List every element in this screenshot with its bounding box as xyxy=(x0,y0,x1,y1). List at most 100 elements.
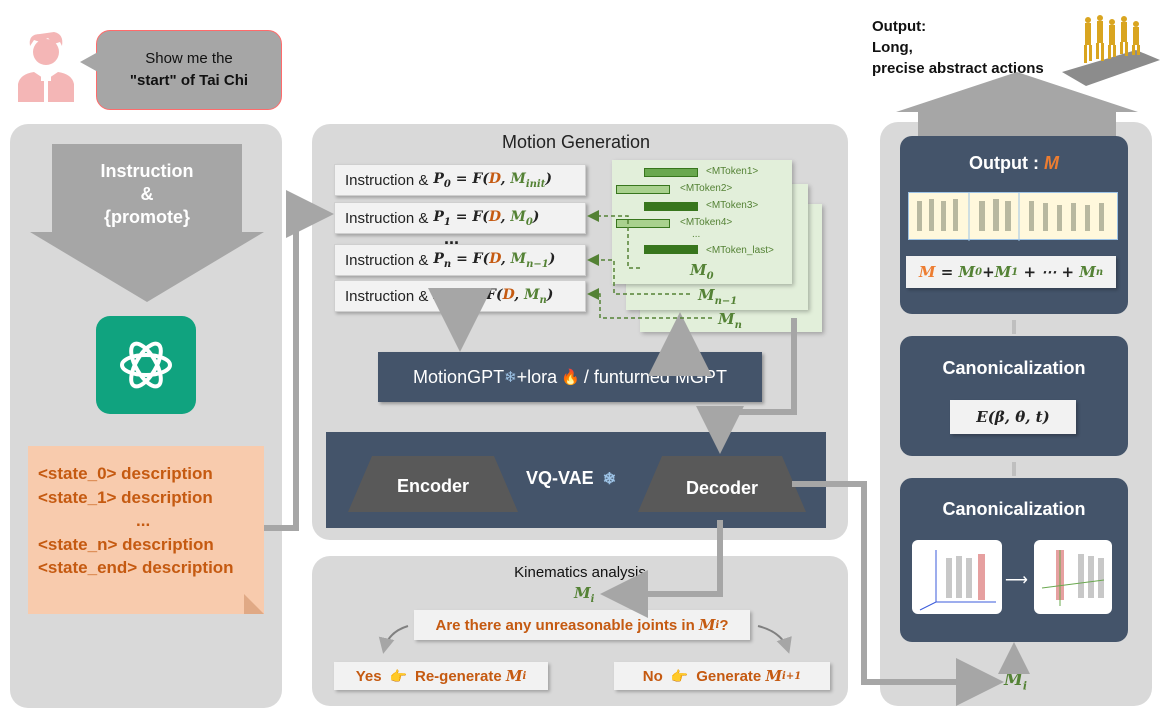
instruction-arrow xyxy=(30,144,264,302)
yes-sub: i xyxy=(522,670,527,682)
state-item-n: <state_n> description xyxy=(38,534,214,554)
no-text: Generate xyxy=(696,667,766,685)
sum-plus: + xyxy=(982,263,995,281)
right-mi-m: M xyxy=(1004,670,1023,690)
speech-line-2: "start" of Tai Chi xyxy=(96,70,282,92)
question-m: M xyxy=(698,616,716,634)
motiongpt-label-3: / funturned MGPT xyxy=(583,366,727,387)
pend-sub: end xyxy=(443,294,465,306)
question-sub: i xyxy=(715,619,720,631)
m1-sub: 0 xyxy=(525,216,533,228)
no-sub: i+1 xyxy=(782,670,802,682)
dend: D xyxy=(502,286,515,303)
dn: D xyxy=(489,250,501,267)
canon-arrow: ⟶ xyxy=(1005,572,1028,589)
token-bar-3 xyxy=(644,202,698,211)
speech-rest: of Tai Chi xyxy=(176,72,249,89)
output-caption-line-3: precise abstract actions xyxy=(872,60,1044,77)
canonicalization-title-1: Canonicalization xyxy=(942,358,1086,378)
output-caption-line-1: Output: xyxy=(872,18,927,35)
p0: P xyxy=(433,170,444,187)
close0: ) xyxy=(545,170,552,187)
instruction-label-n: Instruction & xyxy=(345,251,429,269)
yes-label: Yes xyxy=(355,667,382,685)
kin-mi-m: M xyxy=(574,584,591,602)
right-big-arrow xyxy=(896,72,1138,132)
yes-text: Re-generate xyxy=(415,667,506,685)
card-label-m0: M0 xyxy=(690,261,714,282)
card-m0-m: M xyxy=(690,261,707,279)
card-label-mn1: Mn−1 xyxy=(698,286,737,307)
m0: M xyxy=(510,170,526,187)
comma1: , xyxy=(500,208,511,225)
d0: D xyxy=(488,170,501,187)
right-mi-sub: i xyxy=(1022,679,1028,693)
instruction-row-end: Instruction & Pend = F(D, Mn) xyxy=(334,280,586,312)
question-text: Are there any unreasonable joints in xyxy=(435,616,699,634)
question-end: ? xyxy=(719,616,729,634)
token-label-1: <MToken1> xyxy=(706,166,759,177)
instruction-formula-0: P0 = F(D, Minit) xyxy=(433,171,552,190)
pend: P xyxy=(433,286,444,303)
state-item-0: <state_0> description xyxy=(38,464,213,483)
token-ellipsis: ... xyxy=(692,229,701,240)
eq0: = F( xyxy=(455,170,489,187)
instruction-formula-1: P1 = F(D, M0) xyxy=(433,209,539,228)
state-note xyxy=(28,446,264,614)
mn-sub: n−1 xyxy=(526,258,549,270)
chatgpt-logo-icon xyxy=(96,316,196,414)
m1: M xyxy=(510,208,526,225)
sum-eq: = xyxy=(935,263,959,281)
state-item-1: <state_1> description xyxy=(38,487,213,507)
motiongpt-label-1: MotionGPT xyxy=(413,366,505,387)
token-label-last: <MToken_last> xyxy=(706,245,774,256)
sum-last: M xyxy=(1079,263,1096,281)
output-caption-line-2: Long, xyxy=(872,39,913,56)
motiongpt-box: MotionGPT ❄ +lora 🔥 / funturned MGPT xyxy=(378,352,762,402)
fire-icon: 🔥 xyxy=(561,369,580,386)
card-mn1-m: M xyxy=(698,286,715,304)
token-label-2: <MToken2> xyxy=(680,183,733,194)
canon-formula-box: E(β, θ, t) xyxy=(950,400,1076,434)
instruction-row-n: Instruction & Pn = F(D, Mn−1) xyxy=(334,244,586,276)
yes-m: M xyxy=(505,667,523,685)
sum-t0-sub: 0 xyxy=(975,266,983,278)
speech-quote: "start" xyxy=(129,72,177,89)
card-mn-m: M xyxy=(718,310,735,328)
instruction-arrow-text: Instruction & {promote} xyxy=(30,160,264,229)
output-motion-figure xyxy=(1058,10,1162,86)
arrow-text-line-3: {promote} xyxy=(103,207,190,227)
close1: ) xyxy=(532,208,540,225)
pointing-hand-icon: 👉 xyxy=(389,667,407,684)
p0-sub: 0 xyxy=(443,178,451,190)
instruction-formula-end: Pend = F(D, Mn) xyxy=(433,287,553,306)
instruction-row-1: Instruction & P1 = F(D, M0) xyxy=(334,202,586,234)
state-item-ellipsis: ... xyxy=(136,511,151,530)
mend: M xyxy=(523,286,540,303)
speech-bubble-tail xyxy=(80,52,98,72)
canonicalization-panel-1 xyxy=(900,336,1128,456)
token-bar-1 xyxy=(644,168,698,177)
decoder-shape xyxy=(638,456,806,512)
comma0: , xyxy=(500,170,511,187)
sum-dots: + ⋯ + xyxy=(1018,263,1080,281)
card-mn-sub: n xyxy=(734,320,742,331)
card-mn1-sub: n−1 xyxy=(714,296,738,307)
p1-sub: 1 xyxy=(443,216,451,228)
encoder-shape xyxy=(348,456,518,512)
closen: ) xyxy=(548,250,556,267)
no-m: M xyxy=(765,667,783,685)
output-title-m: M xyxy=(1043,153,1059,173)
arrow-text-line-2: & xyxy=(140,184,154,204)
token-label-4: <MToken4> xyxy=(680,217,733,228)
sum-t1-sub: 1 xyxy=(1011,266,1019,278)
pn: P xyxy=(433,250,444,267)
instruction-row-0: Instruction & P0 = F(D, Minit) xyxy=(334,164,586,196)
output-motion-strip xyxy=(908,192,1118,241)
canon-after-figure xyxy=(1034,540,1112,614)
sum-t1: M xyxy=(994,263,1012,281)
arrow-text-line-1: Instruction xyxy=(100,161,194,181)
canonicalization-title-2: Canonicalization xyxy=(942,499,1086,519)
no-label: No xyxy=(642,667,663,685)
